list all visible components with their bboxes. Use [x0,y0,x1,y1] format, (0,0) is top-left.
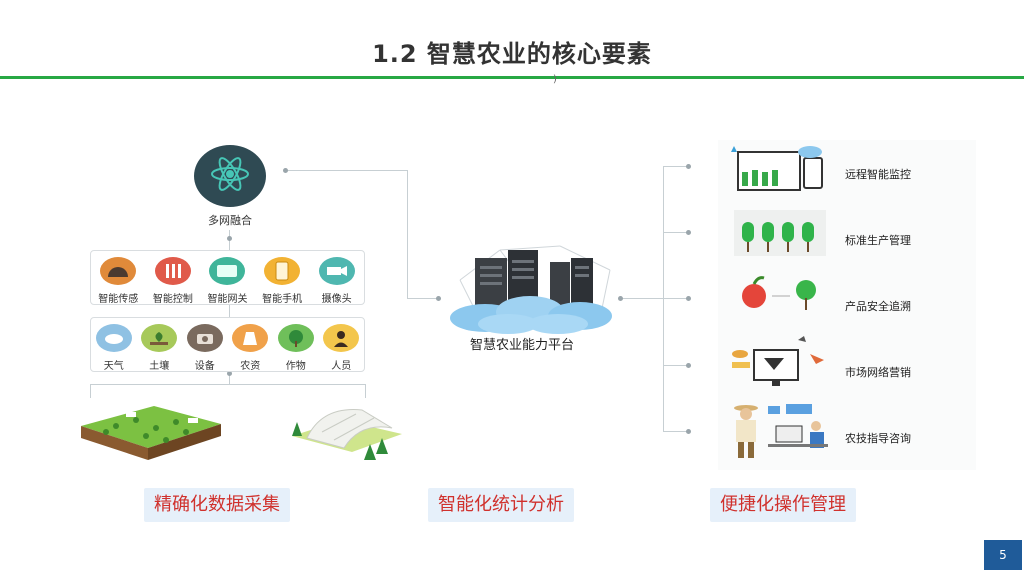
device-item: 智能手机 [256,257,308,305]
resource-item: 人员 [320,324,362,372]
connector [663,232,689,233]
hub-label: 多网融合 [208,214,252,227]
connector-dot [686,363,691,368]
divider-tick: ) [553,74,557,85]
camera-icon [318,257,355,285]
equipment-icon [186,324,223,352]
application-label: 标准生产管理 [845,234,911,247]
resource-item-label: 农资 [240,361,261,372]
connector-dot [686,429,691,434]
gateway-icon [209,257,246,285]
connector-dot [686,164,691,169]
supplies-icon [232,324,269,352]
resource-item: 天气 [93,324,135,372]
resource-panel: 天气 土壤 设备 农资 作物 人员 [90,317,365,372]
connector [90,384,91,398]
resource-item: 设备 [184,324,226,372]
traceability-icon [732,272,828,320]
resource-item-label: 土壤 [149,361,170,372]
device-item-label: 摄像头 [321,294,352,305]
application-label: 远程智能监控 [845,168,911,181]
badge-operation-management: 便捷化操作管理 [710,488,856,522]
resource-item: 农资 [229,324,271,372]
resource-item-label: 设备 [194,361,215,372]
connector-dot [686,230,691,235]
resource-item: 作物 [275,324,317,372]
platform-illustration [440,240,620,340]
connector-dot [436,296,441,301]
resource-item: 土壤 [138,324,180,372]
application-label: 市场网络营销 [845,366,911,379]
connector [365,384,366,398]
connector-dot [227,236,232,241]
control-icon [154,257,191,285]
weather-icon [95,324,132,352]
soil-icon [141,324,178,352]
sensor-icon [100,257,137,285]
connector [663,365,689,366]
title-divider [0,76,1024,79]
connector-dot [618,296,623,301]
resource-item-label: 天气 [103,361,124,372]
connector [620,298,664,299]
crop-icon [277,324,314,352]
resource-item-label: 作物 [285,361,306,372]
device-item: 智能控制 [147,257,199,305]
connector-dot [227,371,232,376]
device-item-label: 智能网关 [207,294,248,305]
platform-label: 智慧农业能力平台 [469,338,574,353]
connector-dot [283,168,288,173]
badge-statistical-analysis: 智能化统计分析 [428,488,574,522]
resource-item-label: 人员 [331,361,352,372]
phone-icon [264,257,301,285]
farmland-illustration [76,398,226,470]
connector [229,372,230,384]
connector [663,166,664,432]
connector-dot [686,296,691,301]
device-item: 智能传感 [92,257,144,305]
remote-monitor-icon [728,142,828,194]
marketing-icon [728,334,832,388]
connector [663,431,689,432]
application-label: 产品安全追溯 [845,300,911,313]
connector [663,298,689,299]
device-item-label: 智能传感 [98,294,139,305]
connector [407,170,408,298]
device-item: 摄像头 [311,257,363,305]
person-icon [323,324,360,352]
consulting-icon [728,400,832,462]
connector [286,170,408,171]
connector [407,298,441,299]
device-item-label: 智能手机 [262,294,303,305]
network-fusion-hub [194,145,266,207]
greenhouse-illustration [282,400,407,468]
atom-icon [207,154,253,198]
connector [229,305,230,317]
device-panel: 智能传感 智能控制 智能网关 智能手机 摄像头 [90,250,365,305]
badge-data-collection: 精确化数据采集 [144,488,290,522]
device-item-label: 智能控制 [152,294,193,305]
slide-title: 1.2 智慧农业的核心要素 [372,40,652,68]
page-number: 5 [984,540,1022,570]
connector [90,384,366,385]
connector [663,166,689,167]
application-label: 农技指导咨询 [845,432,911,445]
production-icon [730,208,830,258]
device-item: 智能网关 [201,257,253,305]
